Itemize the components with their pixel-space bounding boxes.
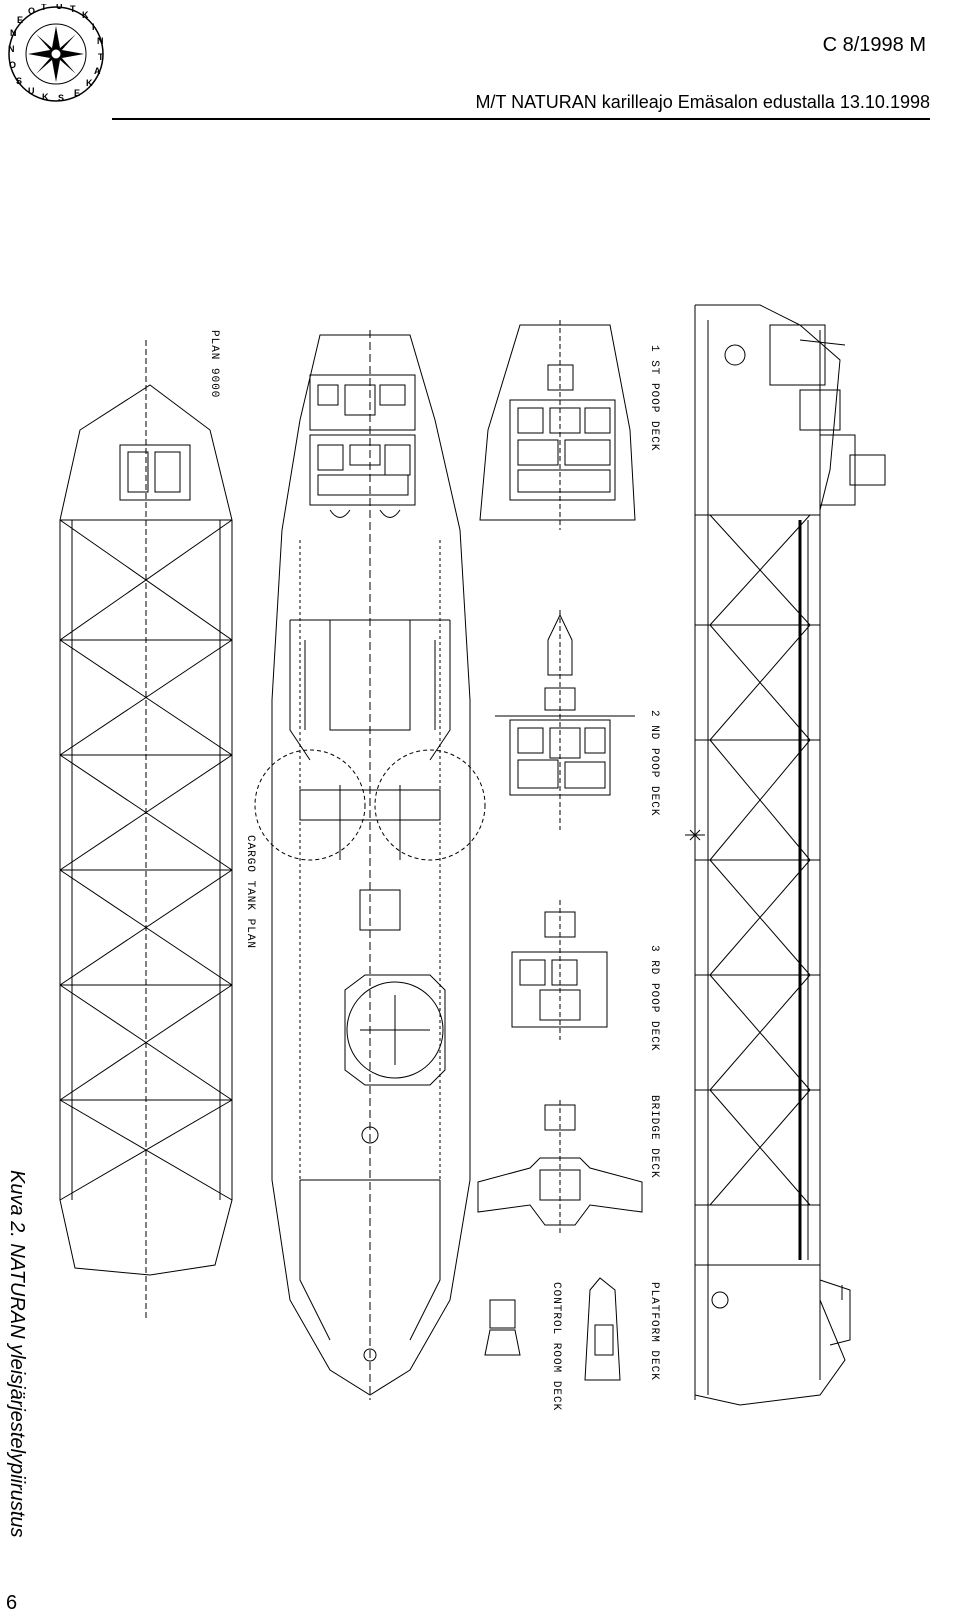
first-poop-deck-view — [479, 320, 636, 530]
header-rule — [112, 118, 930, 120]
svg-text:U: U — [56, 4, 63, 11]
cargo-tank-plan-label: CARGO TANK PLAN — [244, 835, 256, 950]
bridge-deck-view — [477, 1100, 643, 1235]
third-poop-deck-label: 3 RD POOP DECK — [648, 945, 660, 1052]
svg-text:N: N — [97, 36, 104, 46]
svg-text:K: K — [82, 10, 89, 20]
profile-view — [685, 304, 886, 1406]
svg-text:O: O — [28, 6, 35, 16]
page-number: 6 — [6, 1592, 18, 1614]
second-poop-deck-view — [495, 610, 635, 830]
second-poop-deck-label: 2 ND POOP DECK — [648, 710, 660, 817]
plan-9000-label: PLAN 9000 — [208, 330, 220, 399]
svg-text:S: S — [58, 93, 64, 103]
svg-text:N: N — [8, 44, 15, 54]
svg-text:E: E — [74, 88, 80, 98]
plan-9000-view — [59, 340, 233, 1320]
svg-text:T: T — [41, 4, 47, 12]
svg-text:O: O — [9, 60, 16, 70]
cargo-tank-plan-view — [254, 330, 486, 1400]
svg-text:S: S — [16, 76, 22, 86]
svg-text:A: A — [94, 66, 101, 76]
svg-text:K: K — [86, 78, 93, 88]
svg-text:K: K — [42, 92, 49, 102]
control-room-deck-label: CONTROL ROOM DECK — [550, 1282, 562, 1412]
third-poop-deck-view — [511, 900, 608, 1040]
svg-text:N: N — [10, 28, 17, 38]
svg-text:T: T — [70, 4, 76, 14]
figure-caption: Kuva 2. NATURAN yleisjärjestelypiirustus — [6, 1170, 28, 1538]
platform-deck-view — [484, 1277, 621, 1381]
svg-text:I: I — [92, 22, 95, 32]
document-code: C 8/1998 M — [822, 34, 926, 56]
first-poop-deck-label: 1 ST POOP DECK — [648, 345, 660, 452]
platform-deck-label: PLATFORM DECK — [648, 1282, 660, 1381]
svg-text:E: E — [17, 15, 23, 25]
bridge-deck-label: BRIDGE DECK — [648, 1095, 660, 1179]
document-title: M/T NATURAN karilleajo Emäsalon edustall… — [475, 92, 930, 112]
svg-text:T: T — [98, 52, 104, 62]
svg-text:U: U — [28, 86, 35, 96]
